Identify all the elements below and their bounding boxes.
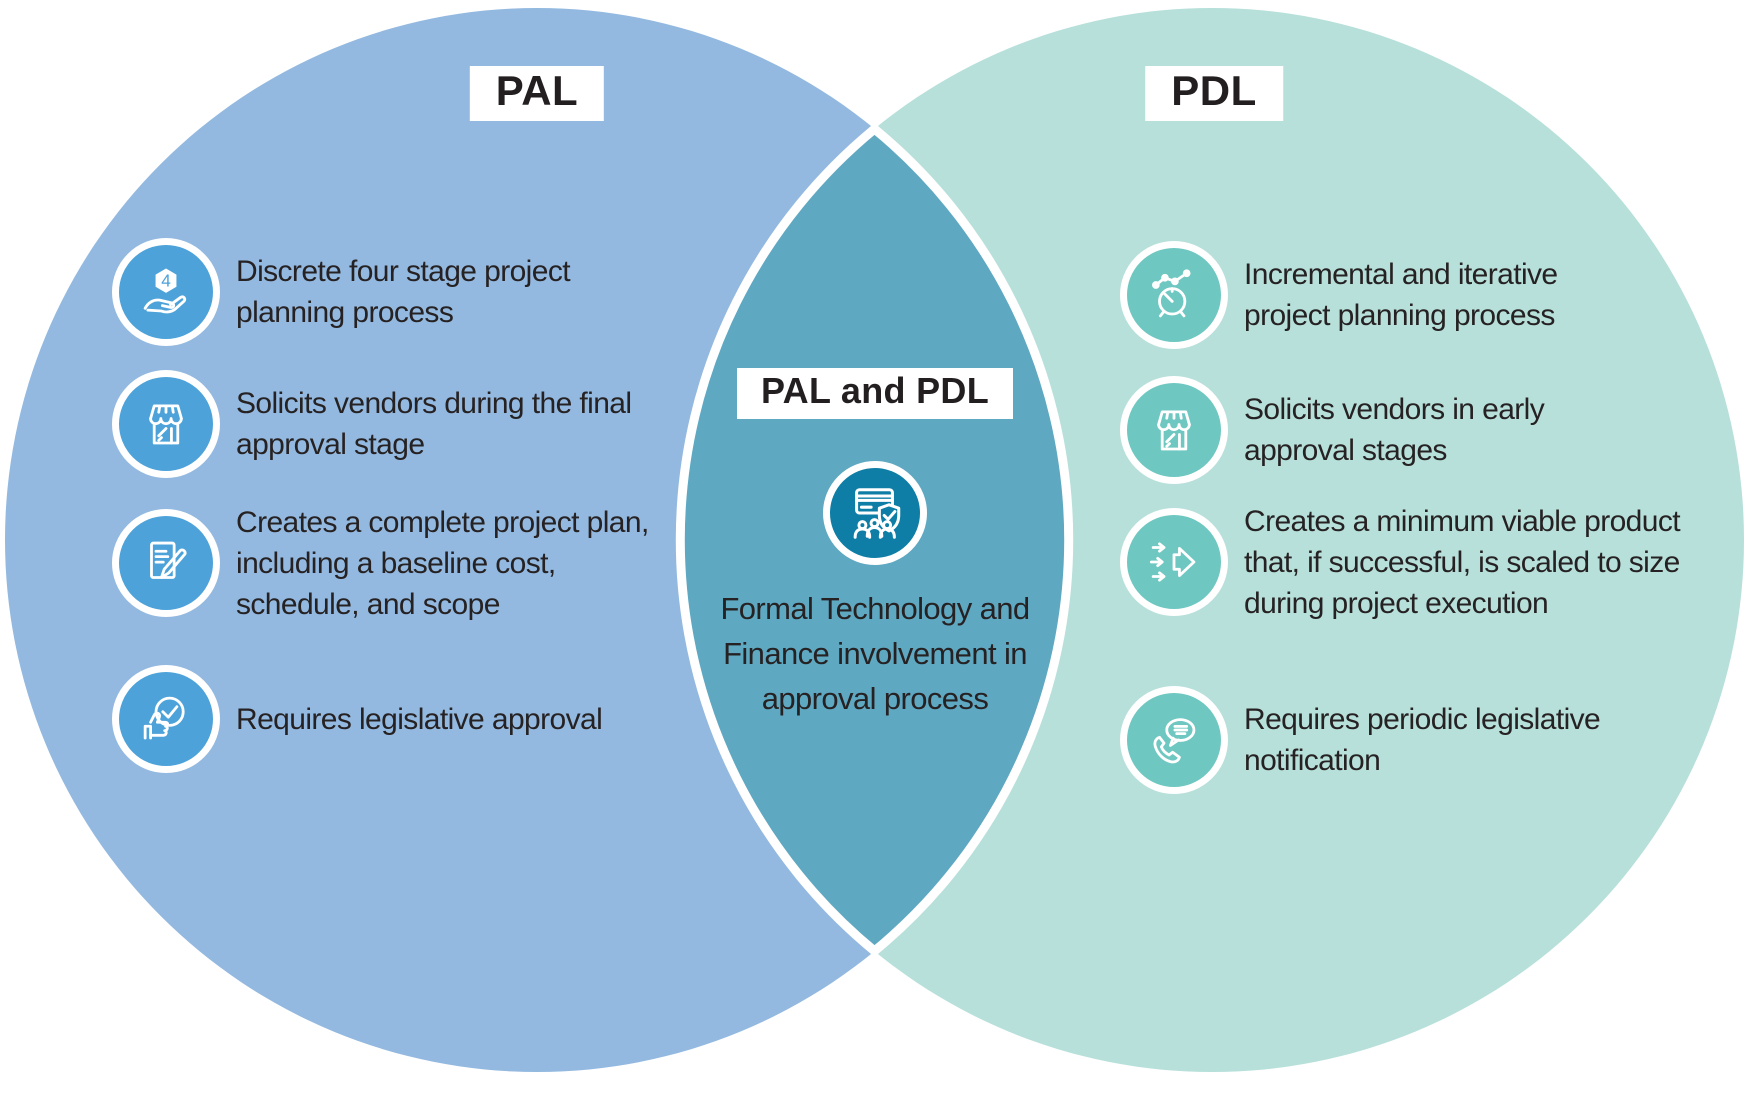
pal-item-2: Solicits vendors during the final approv… <box>112 370 632 478</box>
pdl-item-4-text: Requires periodic legislative notificati… <box>1244 703 1601 777</box>
pdl-item-3: Creates a minimum viable product that, i… <box>1120 505 1681 620</box>
pal-item-1-text: Discrete four stage project planning pro… <box>236 255 571 329</box>
pal-item-4-text: Requires legislative approval <box>236 702 603 736</box>
pal-item-2-text: Solicits vendors during the final approv… <box>236 387 632 461</box>
phone-chat-icon <box>1120 686 1228 794</box>
pdl-item-1: Incremental and iterative project planni… <box>1120 241 1558 349</box>
pal-and-pdl-title: PAL and PDL <box>737 368 1013 419</box>
pdl-item-2: Solicits vendors in early approval stage… <box>1120 376 1545 484</box>
pdl-item-2-text: Solicits vendors in early approval stage… <box>1244 393 1545 467</box>
storefront-icon <box>112 370 220 478</box>
pal-item-3: Creates a complete project plan, includi… <box>112 506 649 621</box>
document-pencil-icon <box>112 509 220 617</box>
card-shield-people-icon <box>823 461 927 565</box>
arrows-merge-icon <box>1120 508 1228 616</box>
clock-trendline-icon <box>1120 241 1228 349</box>
svg-text:4: 4 <box>161 271 171 291</box>
pdl-item-4: Requires periodic legislative notificati… <box>1120 686 1601 794</box>
thumbs-up-check-icon <box>112 665 220 773</box>
pal-item-4: Requires legislative approval <box>112 665 603 773</box>
pal-title: PAL <box>469 66 605 121</box>
pal-item-3-text: Creates a complete project plan, includi… <box>236 505 649 621</box>
pal-and-pdl-item-text: Formal Technology and Finance involvemen… <box>720 591 1030 716</box>
hand-holding-four-icon: 4 <box>112 238 220 346</box>
pdl-item-1-text: Incremental and iterative project planni… <box>1244 258 1558 332</box>
storefront-icon <box>1120 376 1228 484</box>
pal-item-1: 4 Discrete four stage project planning p… <box>112 238 571 346</box>
pdl-item-3-text: Creates a minimum viable product that, i… <box>1244 504 1681 620</box>
pdl-title: PDL <box>1145 66 1283 121</box>
